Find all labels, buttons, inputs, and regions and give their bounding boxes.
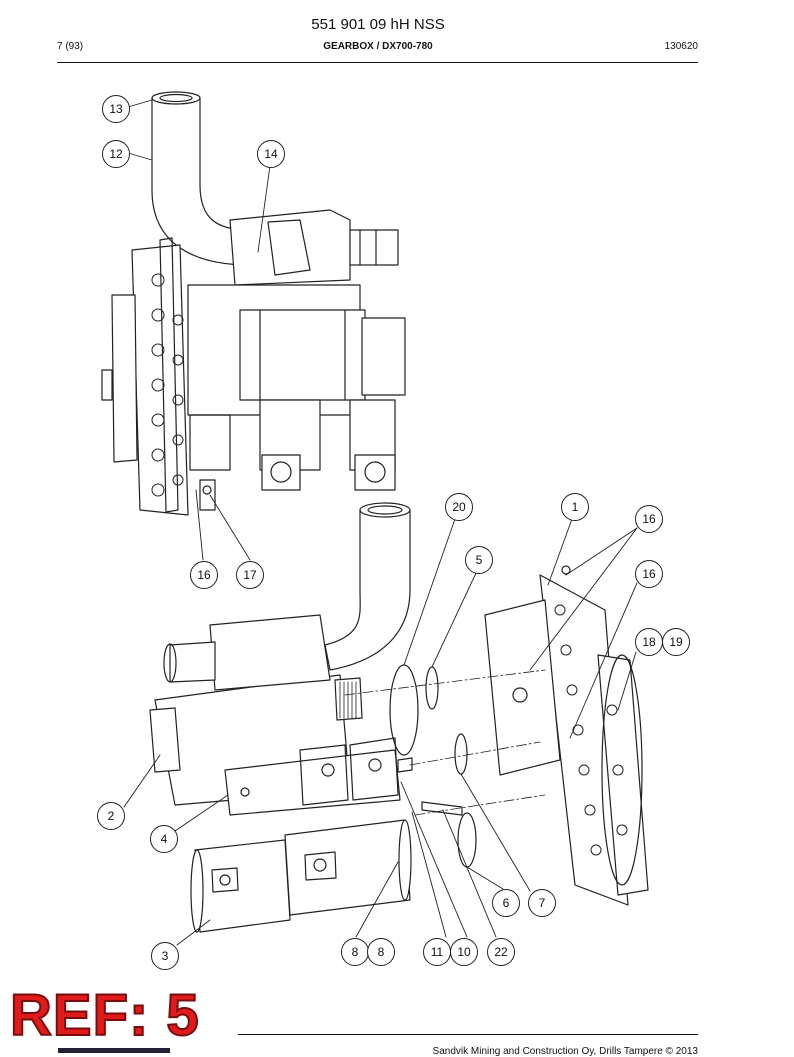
callout-18: 18 bbox=[635, 628, 663, 656]
callout-14: 14 bbox=[257, 140, 285, 168]
callout-1: 1 bbox=[561, 493, 589, 521]
callout-19: 19 bbox=[662, 628, 690, 656]
callout-17: 17 bbox=[236, 561, 264, 589]
callout-22: 22 bbox=[487, 938, 515, 966]
assembled-gearbox bbox=[101, 91, 406, 516]
callout-2: 2 bbox=[97, 802, 125, 830]
callout-16: 16 bbox=[190, 561, 218, 589]
revision-date: 130620 bbox=[664, 41, 698, 52]
callout-8: 8 bbox=[367, 938, 395, 966]
exploded-components bbox=[149, 502, 649, 933]
page-number: 7 (93) bbox=[57, 41, 84, 52]
callout-11: 11 bbox=[423, 938, 451, 966]
dash-dot-centerlines bbox=[344, 669, 546, 816]
callout-4: 4 bbox=[150, 825, 178, 853]
callout-13: 13 bbox=[102, 95, 130, 123]
callout-20: 20 bbox=[445, 493, 473, 521]
callout-16: 16 bbox=[635, 505, 663, 533]
company-logo bbox=[58, 1048, 170, 1053]
callout-6: 6 bbox=[492, 889, 520, 917]
callout-12: 12 bbox=[102, 140, 130, 168]
header-rule bbox=[57, 62, 698, 63]
document-title: 551 901 09 hH NSS bbox=[311, 16, 445, 33]
footer-copyright: Sandvik Mining and Construction Oy, Dril… bbox=[432, 1046, 698, 1057]
callout-5: 5 bbox=[465, 546, 493, 574]
callout-16: 16 bbox=[635, 560, 663, 588]
callout-10: 10 bbox=[450, 938, 478, 966]
section-title: GEARBOX / DX700-780 bbox=[323, 41, 433, 52]
footer-rule bbox=[238, 1034, 698, 1035]
callout-8: 8 bbox=[341, 938, 369, 966]
exploded-view-drawing bbox=[101, 91, 649, 946]
reference-stamp: REF: 5 bbox=[9, 983, 200, 1048]
callout-7: 7 bbox=[528, 889, 556, 917]
callout-3: 3 bbox=[151, 942, 179, 970]
leader-lines bbox=[123, 99, 638, 946]
